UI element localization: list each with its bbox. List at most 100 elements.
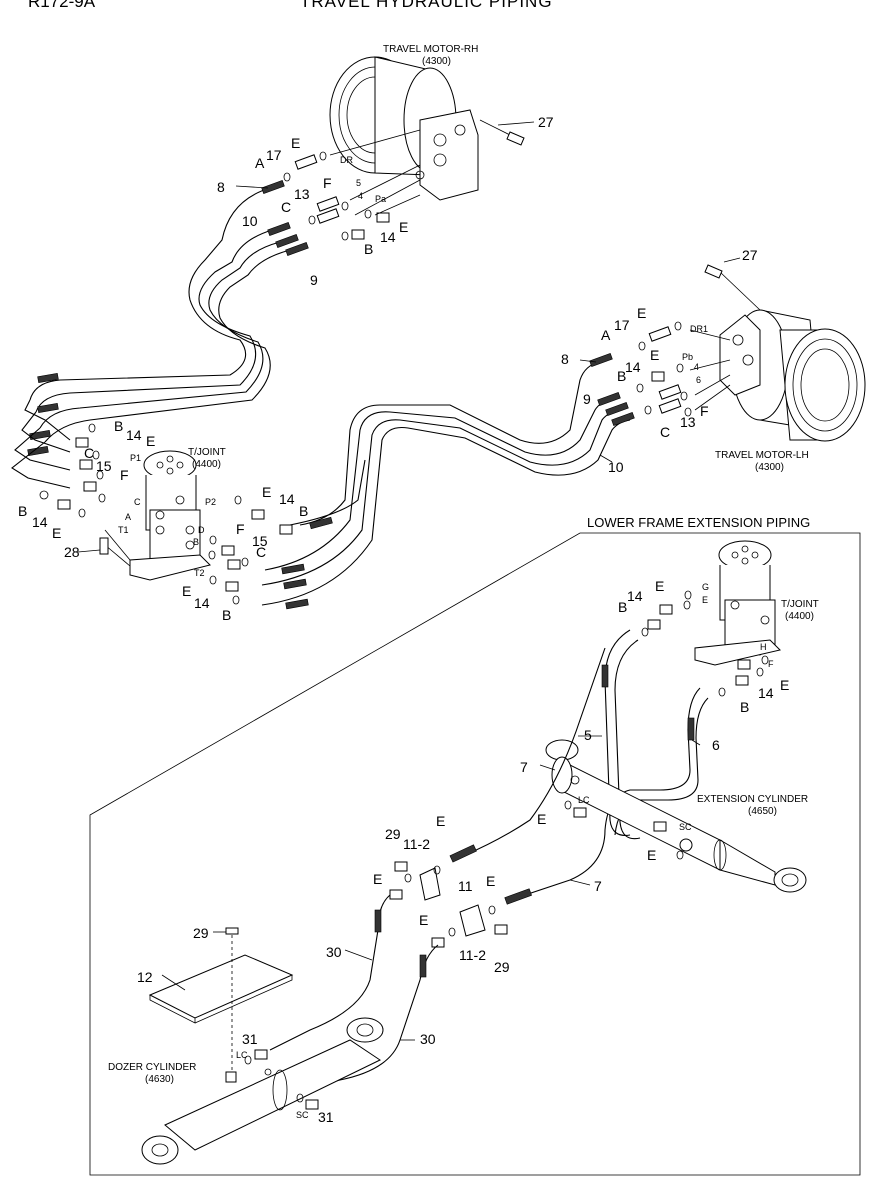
- dozer-cylinder-code: (4630): [145, 1074, 174, 1085]
- port-p2: P2: [205, 497, 216, 507]
- callout-e-tj-right-low: E: [182, 583, 191, 599]
- tjoint-extension: [641, 540, 781, 697]
- port-p1: P1: [130, 453, 141, 463]
- travel-motor-rh-code: (4300): [422, 56, 451, 67]
- callout-9-rh: 9: [310, 272, 318, 288]
- port-h: H: [760, 642, 767, 652]
- rh-fittings: [283, 129, 421, 241]
- callout-14-tj-left-low: 14: [32, 514, 48, 530]
- pipe-30: [269, 894, 439, 1086]
- tjoint-main-code: (4400): [192, 459, 221, 470]
- callout-e-rh-top: E: [291, 135, 300, 151]
- callout-12: 12: [137, 969, 153, 985]
- plate-12: [148, 927, 294, 1080]
- callout-e-ext-tj-top: E: [655, 578, 664, 594]
- callout-17-lh: 17: [614, 317, 630, 333]
- callout-b-tj-right-low: B: [222, 607, 231, 623]
- callout-9-lh: 9: [583, 391, 591, 407]
- port-e-ext: E: [702, 595, 708, 605]
- port-f-ext: F: [768, 659, 774, 669]
- port-g: G: [702, 582, 709, 592]
- callout-b-rh: B: [364, 241, 373, 257]
- port-5-rh: 5: [356, 178, 361, 188]
- callout-7-upper: 7: [520, 759, 528, 775]
- brackets: [389, 861, 508, 948]
- callout-b-ext-tj-right: B: [740, 699, 749, 715]
- callout-10-rh: 10: [242, 213, 258, 229]
- callout-e-bracket-left: E: [373, 871, 382, 887]
- callout-c-tj-left: C: [84, 445, 94, 461]
- callout-b-tj-right-top: B: [299, 503, 308, 519]
- callout-c-lh: C: [660, 424, 670, 440]
- tjoint-main: [99, 450, 211, 581]
- extension-cylinder-code: (4650): [748, 806, 777, 817]
- callout-30-upper: 30: [326, 944, 342, 960]
- callout-14-ext-tj-right: 14: [758, 685, 774, 701]
- callout-29-upper: 29: [385, 826, 401, 842]
- callout-b-tj-left: B: [114, 418, 123, 434]
- dozer-cylinder: [141, 1017, 384, 1165]
- port-b-tj: B: [193, 537, 199, 547]
- callout-e-ext-tj-right: E: [780, 677, 789, 693]
- port-dr-rh: DR: [340, 155, 353, 165]
- port-4-lh: 4: [694, 362, 699, 372]
- travel-motor-lh: [719, 309, 866, 442]
- callout-15-tj-left: 15: [96, 458, 112, 474]
- callout-28: 28: [64, 544, 80, 560]
- callout-5: 5: [584, 727, 592, 743]
- callout-31-upper: 31: [242, 1031, 258, 1047]
- callout-f-lh: F: [700, 403, 709, 419]
- callout-14-lh: 14: [625, 359, 641, 375]
- pipe-7: [449, 647, 606, 905]
- port-t2: T2: [194, 568, 205, 578]
- callout-11-2-upper: 11-2: [403, 836, 430, 852]
- upper-pipe-bundle: [27, 180, 309, 457]
- callout-f-tj-left: F: [120, 467, 129, 483]
- callout-f-rh: F: [323, 175, 332, 191]
- callout-17-rh: 17: [266, 147, 282, 163]
- port-d: D: [198, 525, 205, 535]
- callout-f-tj-right: F: [236, 521, 245, 537]
- dozer-cylinder-label: DOZER CYLINDER: [108, 1062, 196, 1073]
- tjoint-right-fittings: [208, 495, 293, 605]
- port-dr1: DR1: [690, 324, 708, 334]
- callout-27-rh: 27: [538, 114, 554, 130]
- callout-31-lower: 31: [318, 1109, 334, 1125]
- diagram-title: TRAVEL HYDRAULIC PIPING: [300, 0, 553, 11]
- callout-c-rh: C: [281, 199, 291, 215]
- callout-8-rh: 8: [217, 179, 225, 195]
- callout-14-tj-right-low: 14: [194, 595, 210, 611]
- callout-e-bracket-top: E: [436, 813, 445, 829]
- callout-c-tj-right: C: [256, 544, 266, 560]
- callout-e-bracket-lower: E: [419, 912, 428, 928]
- callout-e-tj-right-top: E: [262, 484, 271, 500]
- port-lc-dozer: LC: [236, 1050, 248, 1060]
- callout-13-rh: 13: [294, 186, 310, 202]
- port-c-tj: C: [134, 497, 141, 507]
- callout-7-lower: 7: [594, 878, 602, 894]
- section-frame: [89, 532, 861, 1176]
- port-pb: Pb: [682, 352, 693, 362]
- callout-29-plate: 29: [193, 925, 209, 941]
- callout-14-tj-right-top: 14: [279, 491, 295, 507]
- tjoint-ext-code: (4400): [785, 611, 814, 622]
- callout-11-2-lower: 11-2: [459, 947, 486, 963]
- callout-e-tj-left-top: E: [146, 433, 155, 449]
- tjoint-ext-label: T/JOINT: [781, 599, 819, 610]
- callout-14-rh: 14: [380, 229, 396, 245]
- callout-13-lh: 13: [680, 414, 696, 430]
- travel-motor-lh-label: TRAVEL MOTOR-LH: [715, 450, 809, 461]
- travel-motor-rh-label: TRAVEL MOTOR-RH: [383, 44, 478, 55]
- callout-30-lower: 30: [420, 1031, 436, 1047]
- callout-b-lh: B: [617, 368, 626, 384]
- port-4-rh: 4: [358, 191, 363, 201]
- callout-e-tj-left-low: E: [52, 525, 61, 541]
- callout-6: 6: [712, 737, 720, 753]
- port-lc-ext: LC: [578, 795, 590, 805]
- lh-fittings: [636, 321, 731, 417]
- callout-e-ext-cyl-left: E: [537, 811, 546, 827]
- callout-a-rh: A: [255, 155, 265, 171]
- callout-b-tj-left-low: B: [18, 503, 27, 519]
- middle-pipe-bundle: [261, 353, 635, 610]
